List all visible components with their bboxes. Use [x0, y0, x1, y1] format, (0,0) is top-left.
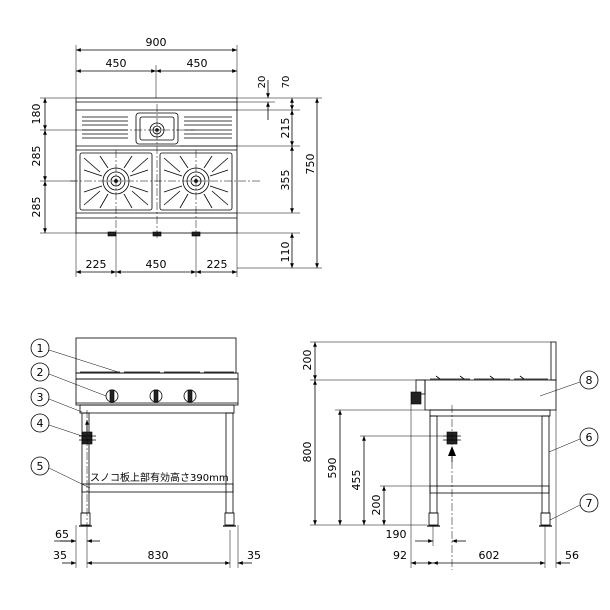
callout-1: 1	[30, 338, 119, 373]
shelf-clearance-note: スノコ板上部有効高さ390mm	[90, 471, 229, 484]
dim-half-right: 450	[187, 57, 208, 70]
dim-leg-offset: 65	[55, 528, 69, 541]
dim-side-left: 35	[53, 549, 67, 562]
dim-half-left: 450	[106, 57, 127, 70]
dim-rear-offset: 56	[565, 549, 579, 562]
svg-text:1: 1	[37, 342, 44, 355]
knob-right	[183, 389, 197, 403]
dim-left-lower: 285	[30, 197, 43, 218]
dim-front-width: 830	[148, 549, 169, 562]
dim-bottom-right: 225	[207, 258, 228, 271]
front-shelf	[81, 483, 234, 493]
dim-inlet-offset: 190	[386, 528, 407, 541]
dim-right-total: 750	[304, 154, 317, 175]
dim-right-bottom: 110	[279, 242, 292, 263]
dim-inlet-height: 455	[350, 470, 363, 491]
svg-text:8: 8	[586, 374, 593, 387]
dim-work-height: 590	[326, 458, 339, 479]
dim-bottom-middle: 450	[146, 258, 167, 271]
dim-bottom-left: 225	[86, 258, 107, 271]
dim-overall-width: 900	[146, 36, 167, 49]
side-leg-rear	[541, 415, 550, 514]
front-leg-left	[81, 412, 90, 514]
svg-text:5: 5	[37, 460, 44, 473]
dim-back-gap: 20	[257, 76, 268, 89]
callout-5: 5	[30, 456, 91, 489]
dim-back-depth: 70	[281, 76, 292, 89]
front-backsplash	[75, 337, 237, 374]
callout-4: 4	[30, 413, 83, 437]
knob-left	[105, 389, 119, 403]
side-body	[424, 379, 557, 411]
front-gas-inlet	[79, 420, 96, 445]
dim-right-middle: 355	[279, 170, 292, 191]
knob-center	[149, 389, 163, 403]
dim-front-offset: 92	[393, 549, 407, 562]
top-view: 900 450 450	[30, 36, 322, 277]
dim-left-upper: 180	[30, 104, 43, 125]
dim-right-upper: 215	[279, 118, 292, 139]
dim-side-right: 35	[247, 549, 261, 562]
side-backsplash	[550, 341, 557, 381]
callout-6: 6	[548, 427, 599, 453]
knob-mark-left	[107, 231, 117, 237]
callout-3: 3	[30, 387, 83, 413]
side-shelf	[429, 485, 550, 494]
dim-depth: 602	[479, 549, 500, 562]
svg-text:3: 3	[37, 391, 44, 404]
callout-2: 2	[30, 362, 107, 397]
dim-total-height: 800	[301, 442, 314, 463]
svg-text:2: 2	[37, 366, 44, 379]
svg-text:4: 4	[37, 417, 44, 430]
svg-text:7: 7	[586, 497, 593, 510]
dim-left-middle: 285	[30, 146, 43, 167]
dim-backsplash: 200	[301, 350, 314, 371]
side-view: 200 800 590 455 200 190 92 602 56 8	[301, 341, 599, 570]
callout-7: 7	[549, 493, 599, 521]
front-view: スノコ板上部有効高さ390mm 1 2 3 4 5	[30, 337, 261, 568]
callout-8: 8	[539, 370, 599, 397]
side-knob	[410, 391, 422, 405]
dim-shelf-height: 200	[370, 495, 383, 516]
front-leg-right	[225, 412, 234, 514]
svg-text:6: 6	[586, 431, 593, 444]
side-leg-front	[429, 415, 438, 514]
